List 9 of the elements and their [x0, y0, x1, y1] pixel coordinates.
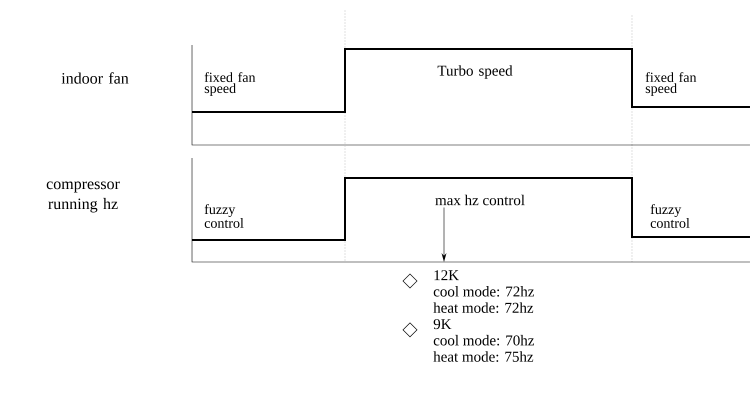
- label: fuzzy control: [204, 204, 244, 228]
- note-text: 12K cool mode: 72hz heat mode: 72hz 9K cool mode: 70hz heat mode: 75hz: [433, 270, 534, 362]
- label: fixed fan speed: [646, 72, 696, 96]
- label: fuzzy control: [650, 204, 690, 228]
- label: Turbo speed: [438, 65, 512, 79]
- label: max hz control: [435, 194, 525, 206]
- label: compressor running hz: [46, 182, 120, 212]
- label: indoor fan: [62, 72, 129, 84]
- label: fixed fan speed: [204, 72, 256, 96]
